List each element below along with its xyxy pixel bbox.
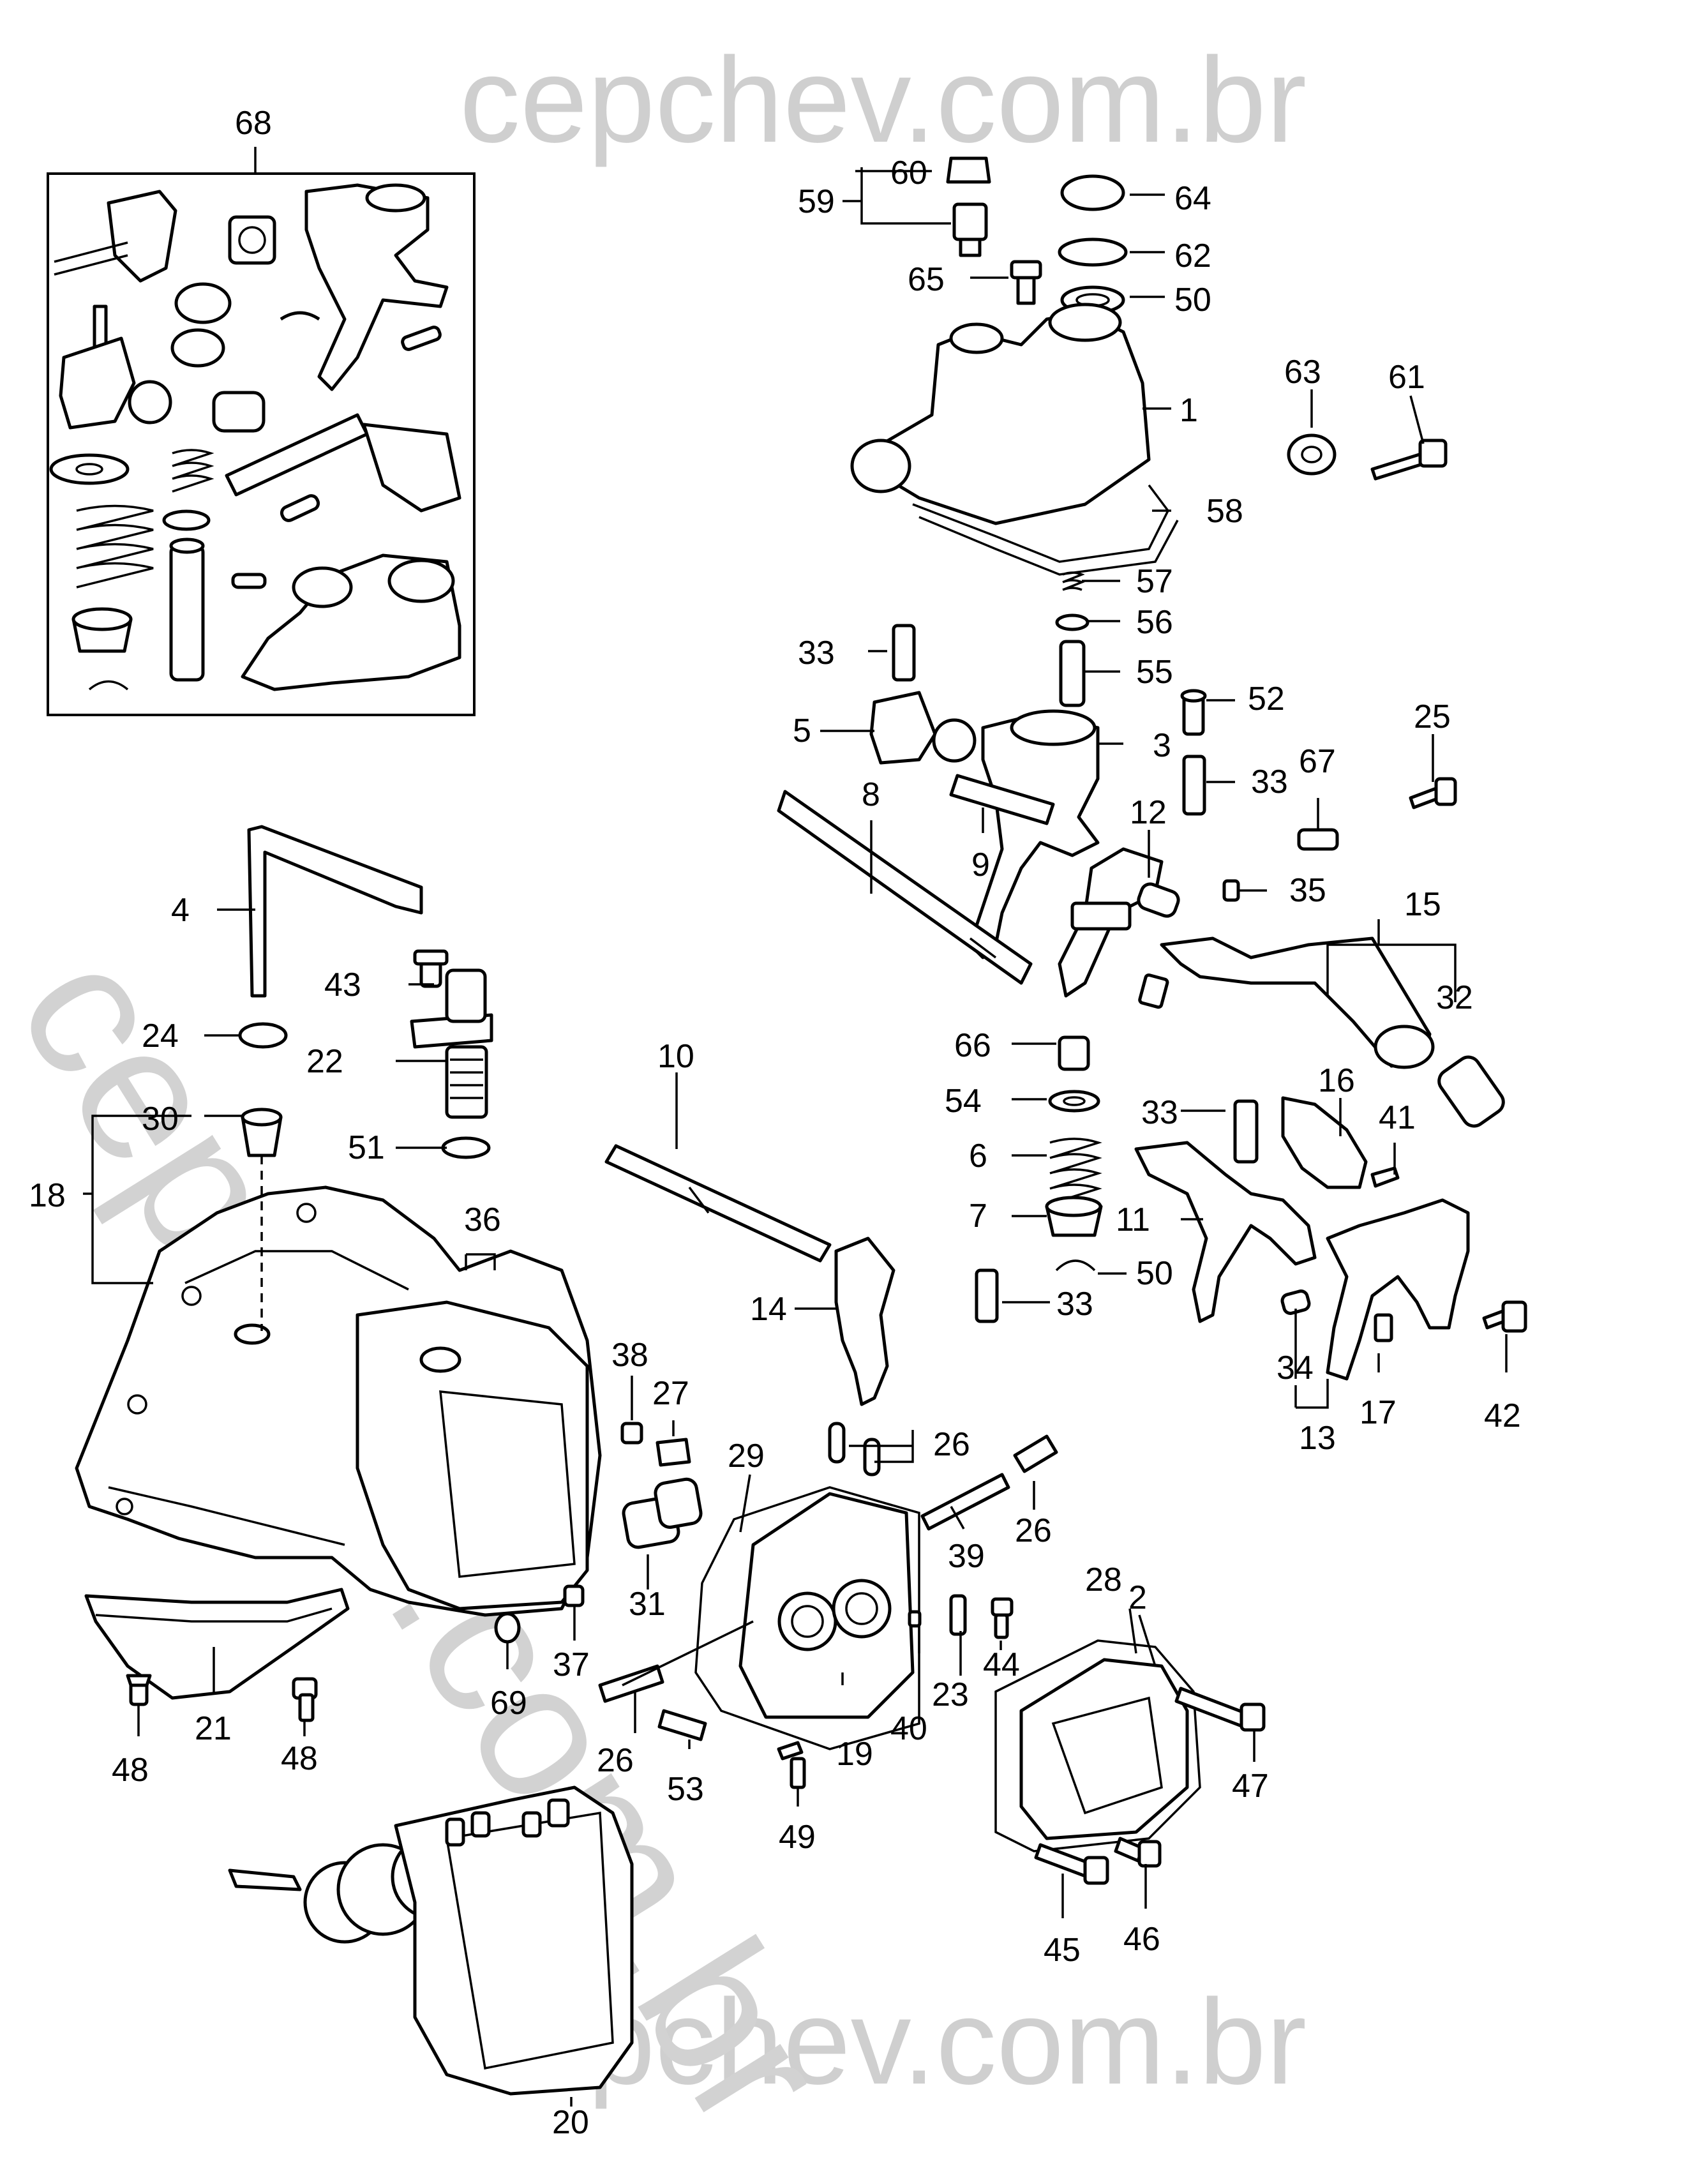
callout-21: 21 xyxy=(195,1710,232,1747)
callout-45: 45 xyxy=(1044,1932,1081,1969)
callout-17: 17 xyxy=(1360,1394,1397,1431)
callout-1: 1 xyxy=(1180,392,1198,429)
callout-16: 16 xyxy=(1318,1062,1355,1099)
callout-13: 13 xyxy=(1299,1420,1336,1457)
callout-4: 4 xyxy=(171,892,190,929)
callout-11: 11 xyxy=(1116,1201,1150,1238)
callout-33b: 33 xyxy=(1251,763,1288,800)
shift-cover-assembly xyxy=(604,156,1527,1406)
callout-26c: 26 xyxy=(597,1742,634,1779)
callout-40: 40 xyxy=(890,1710,927,1747)
callout-20: 20 xyxy=(552,2104,589,2140)
callout-34: 34 xyxy=(1277,1349,1314,1386)
callout-55: 55 xyxy=(1136,654,1173,691)
transmission-assembly-20 xyxy=(228,1785,634,2096)
callout-8: 8 xyxy=(862,776,880,813)
callout-41: 41 xyxy=(1379,1099,1416,1136)
callout-43: 43 xyxy=(324,966,361,1003)
callout-53: 53 xyxy=(667,1771,704,1808)
callout-31: 31 xyxy=(629,1586,666,1623)
callout-48a: 48 xyxy=(112,1752,149,1789)
callout-32: 32 xyxy=(1436,979,1473,1016)
callout-9: 9 xyxy=(971,846,990,883)
callout-46: 46 xyxy=(1123,1921,1160,1958)
callout-26b: 26 xyxy=(1015,1512,1052,1549)
callout-64: 64 xyxy=(1174,180,1211,217)
callout-42: 42 xyxy=(1484,1397,1521,1434)
watermark-top: cepchev.com.br xyxy=(460,33,1307,168)
callout-33a: 33 xyxy=(798,635,835,672)
callout-19: 19 xyxy=(836,1736,873,1773)
callout-labels: 1 2 3 4 5 6 7 8 9 10 11 12 13 14 15 16 1… xyxy=(29,105,1521,2140)
callout-38: 38 xyxy=(611,1337,648,1374)
center-parts xyxy=(494,1422,1058,1789)
callout-66: 66 xyxy=(954,1027,991,1064)
callout-59: 59 xyxy=(798,183,835,220)
callout-49: 49 xyxy=(779,1819,816,1856)
inset-kit-68 xyxy=(47,147,476,716)
callout-27: 27 xyxy=(652,1375,689,1412)
callout-12: 12 xyxy=(1130,794,1167,831)
callout-58: 58 xyxy=(1206,493,1243,530)
leader-lines xyxy=(83,167,1508,2107)
callout-2: 2 xyxy=(1128,1579,1147,1616)
callout-47: 47 xyxy=(1232,1768,1269,1805)
callout-65: 65 xyxy=(908,261,945,298)
callout-7: 7 xyxy=(969,1198,987,1235)
callout-50a: 50 xyxy=(1174,282,1211,319)
callout-23: 23 xyxy=(932,1676,969,1713)
callout-18: 18 xyxy=(29,1177,66,1214)
callout-37: 37 xyxy=(553,1646,590,1683)
callout-3: 3 xyxy=(1153,727,1171,764)
callout-44: 44 xyxy=(983,1646,1020,1683)
callout-26: 26 xyxy=(933,1426,970,1463)
callout-10: 10 xyxy=(657,1038,694,1075)
callout-63: 63 xyxy=(1284,354,1321,391)
rear-cover-parts xyxy=(994,1639,1266,1885)
callout-62: 62 xyxy=(1174,237,1211,274)
callout-5: 5 xyxy=(793,712,811,749)
callout-57: 57 xyxy=(1136,563,1173,600)
callout-29: 29 xyxy=(728,1438,765,1475)
callout-39: 39 xyxy=(948,1538,985,1575)
callout-15: 15 xyxy=(1404,886,1441,923)
transmission-housing-18 xyxy=(75,1185,602,1617)
callout-33c: 33 xyxy=(1141,1094,1178,1131)
callout-33d: 33 xyxy=(1056,1286,1093,1323)
callout-35: 35 xyxy=(1289,872,1326,909)
callout-24: 24 xyxy=(142,1018,179,1055)
callout-60: 60 xyxy=(890,154,927,192)
callout-6: 6 xyxy=(969,1138,987,1175)
callout-36: 36 xyxy=(464,1201,501,1238)
lower-cover-parts xyxy=(84,1588,350,1722)
callout-30: 30 xyxy=(142,1101,179,1138)
callout-68: 68 xyxy=(235,105,272,142)
callout-67: 67 xyxy=(1299,743,1336,780)
callout-28: 28 xyxy=(1085,1561,1122,1598)
callout-48b: 48 xyxy=(281,1740,318,1777)
callout-22: 22 xyxy=(306,1043,343,1080)
callout-52: 52 xyxy=(1248,680,1285,718)
callout-14: 14 xyxy=(750,1291,787,1328)
callout-56: 56 xyxy=(1136,604,1173,641)
callout-54: 54 xyxy=(945,1083,982,1120)
callout-25: 25 xyxy=(1414,698,1451,735)
callout-51: 51 xyxy=(348,1129,385,1166)
callout-50b: 50 xyxy=(1136,1255,1173,1292)
callout-61: 61 xyxy=(1388,359,1425,396)
callout-69: 69 xyxy=(490,1685,527,1722)
